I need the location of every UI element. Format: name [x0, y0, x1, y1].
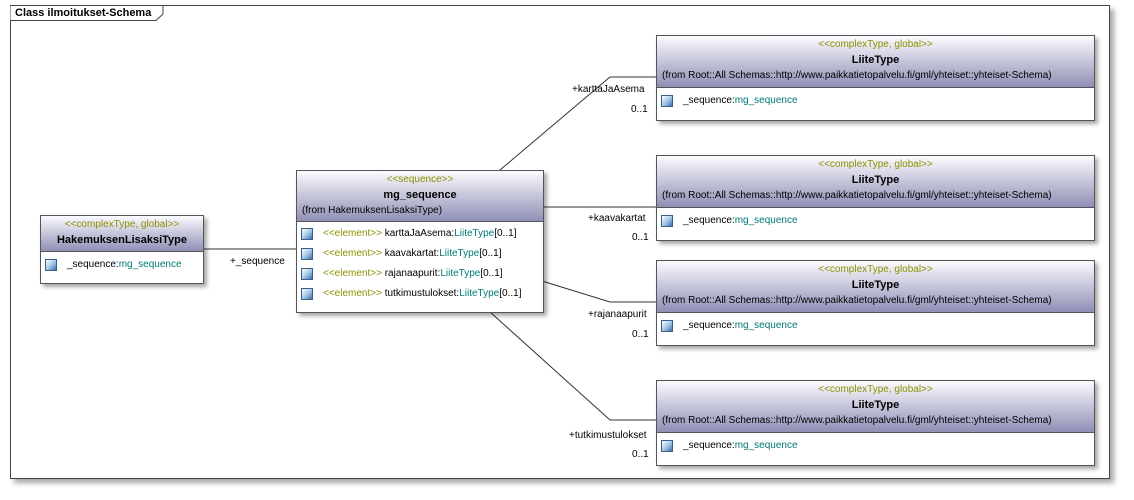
connector-karttaJaAsema[interactable] — [499, 76, 656, 171]
attribute-stereotype: <<element>> — [323, 228, 382, 239]
role-label-sequence: +_sequence — [230, 256, 285, 267]
class-origin: (from HakemuksenLisaksiType) — [302, 205, 443, 216]
class-origin: (from Root::All Schemas::http://www.paik… — [662, 415, 1052, 426]
attribute-multiplicity: [0..1] — [479, 248, 502, 259]
attribute-type: mg_sequence — [734, 440, 798, 451]
class-header: <<complexType, global>> LiiteType (from … — [657, 156, 1094, 208]
attribute-name: rajanaapurit: — [381, 268, 441, 279]
attribute-type: LiiteType — [439, 248, 480, 259]
class-name: LiiteType — [851, 174, 900, 186]
attribute-name: _sequence: — [683, 215, 735, 226]
stereotype-label: <<complexType, global>> — [818, 264, 933, 275]
attribute-type: mg_sequence — [734, 320, 798, 331]
attribute-type: mg_sequence — [734, 95, 798, 106]
role-label-kaavakartat: +kaavakartat — [588, 213, 646, 224]
class-liitetype-tutkimustulokset[interactable]: <<complexType, global>> LiiteType (from … — [656, 380, 1095, 466]
attribute-name: karttaJaAsema: — [381, 228, 455, 239]
attribute-row[interactable]: _sequence:mg_sequence — [661, 316, 1090, 335]
attribute-type: LiiteType — [459, 288, 500, 299]
attribute-name: _sequence: — [683, 440, 735, 451]
attribute-name: tutkimustulokset: — [381, 288, 460, 299]
attribute-name: _sequence: — [683, 320, 735, 331]
class-name: mg_sequence — [383, 189, 457, 201]
class-origin: (from Root::All Schemas::http://www.paik… — [662, 295, 1052, 306]
class-attributes: _sequence:mg_sequence — [657, 88, 1094, 113]
attribute-type: LiiteType — [454, 228, 495, 239]
attribute-row[interactable]: <<element>> kaavakartat:LiiteType[0..1] — [301, 244, 539, 264]
attribute-icon — [301, 228, 313, 240]
class-name: LiiteType — [851, 54, 900, 66]
role-label-karttaJaAsema: +karttaJaAsema — [572, 84, 645, 95]
attribute-icon — [301, 248, 313, 260]
stereotype-label: <<complexType, global>> — [818, 159, 933, 170]
stereotype-label: <<complexType, global>> — [818, 39, 933, 50]
attribute-row[interactable]: <<element>> tutkimustulokset:LiiteType[0… — [301, 284, 533, 304]
stereotype-label: <<complexType, global>> — [64, 219, 180, 230]
stereotype-label: <<sequence>> — [386, 174, 454, 185]
class-origin: (from Root::All Schemas::http://www.paik… — [662, 70, 1052, 81]
attribute-row[interactable]: _sequence:mg_sequence — [661, 436, 1090, 455]
stereotype-label: <<complexType, global>> — [818, 384, 933, 395]
attribute-stereotype: <<element>> — [323, 288, 382, 299]
attribute-type: mg_sequence — [734, 215, 798, 226]
class-hakemuksenlisaksitype[interactable]: <<complexType, global>> HakemuksenLisaks… — [40, 215, 204, 284]
class-header: <<complexType, global>> LiiteType (from … — [657, 36, 1094, 88]
class-liitetype-rajanaapurit[interactable]: <<complexType, global>> LiiteType (from … — [656, 260, 1095, 346]
attribute-type: LiiteType — [440, 268, 481, 279]
attribute-name: _sequence: — [67, 259, 119, 270]
title-tab-shape — [10, 5, 164, 21]
class-mg-sequence[interactable]: <<sequence>> mg_sequence (from Hakemukse… — [296, 170, 544, 313]
attribute-name: kaavakartat: — [381, 248, 440, 259]
multiplicity-label: 0..1 — [632, 329, 649, 340]
connector-tutkimustulokset[interactable] — [489, 311, 656, 421]
role-label-tutkimustulokset: +tutkimustulokset — [569, 430, 647, 441]
multiplicity-label: 0..1 — [631, 104, 648, 115]
multiplicity-label: 0..1 — [632, 232, 649, 243]
class-attributes: _sequence:mg_sequence — [41, 252, 203, 277]
class-name: LiiteType — [851, 279, 900, 291]
attribute-row[interactable]: <<element>> karttaJaAsema:LiiteType[0..1… — [301, 224, 539, 244]
class-attributes: _sequence:mg_sequence — [657, 433, 1094, 458]
attribute-icon — [301, 268, 313, 280]
class-name: HakemuksenLisaksiType — [56, 234, 188, 246]
attribute-icon — [45, 258, 57, 271]
attribute-name: _sequence: — [683, 95, 735, 106]
class-attributes: _sequence:mg_sequence — [657, 208, 1094, 233]
class-liitetype-karttajaasema[interactable]: <<complexType, global>> LiiteType (from … — [656, 35, 1095, 121]
attribute-row[interactable]: <<element>> rajanaapurit:LiiteType[0..1] — [301, 264, 539, 284]
diagram-title: Class ilmoitukset-Schema — [15, 7, 152, 19]
attribute-multiplicity: [0..1] — [480, 268, 503, 279]
class-header: <<complexType, global>> LiiteType (from … — [657, 261, 1094, 313]
class-header: <<complexType, global>> HakemuksenLisaks… — [41, 216, 203, 252]
class-header: <<complexType, global>> LiiteType (from … — [657, 381, 1094, 433]
attribute-row[interactable]: _sequence:mg_sequence — [45, 255, 199, 274]
class-attributes: _sequence:mg_sequence — [657, 313, 1094, 338]
attribute-icon — [661, 94, 673, 107]
attribute-icon — [301, 288, 313, 300]
attribute-icon — [661, 214, 673, 227]
multiplicity-label: 0..1 — [632, 449, 649, 460]
class-header: <<sequence>> mg_sequence (from Hakemukse… — [297, 171, 543, 222]
attribute-row[interactable]: _sequence:mg_sequence — [661, 211, 1090, 230]
connector-rajanaapurit[interactable] — [541, 280, 656, 303]
class-origin: (from Root::All Schemas::http://www.paik… — [662, 190, 1052, 201]
attribute-row[interactable]: _sequence:mg_sequence — [661, 91, 1090, 110]
attribute-stereotype: <<element>> — [323, 268, 382, 279]
attribute-multiplicity: [0..1] — [494, 228, 517, 239]
attribute-stereotype: <<element>> — [323, 248, 382, 259]
attribute-multiplicity: [0..1] — [499, 288, 522, 299]
class-liitetype-kaavakartat[interactable]: <<complexType, global>> LiiteType (from … — [656, 155, 1095, 241]
role-label-rajanaapurit: +rajanaapurit — [588, 309, 647, 320]
attribute-icon — [661, 439, 673, 452]
class-name: LiiteType — [851, 399, 900, 411]
attribute-icon — [661, 319, 673, 332]
class-attributes: <<element>> karttaJaAsema:LiiteType[0..1… — [297, 222, 543, 306]
attribute-type: mg_sequence — [118, 259, 182, 270]
